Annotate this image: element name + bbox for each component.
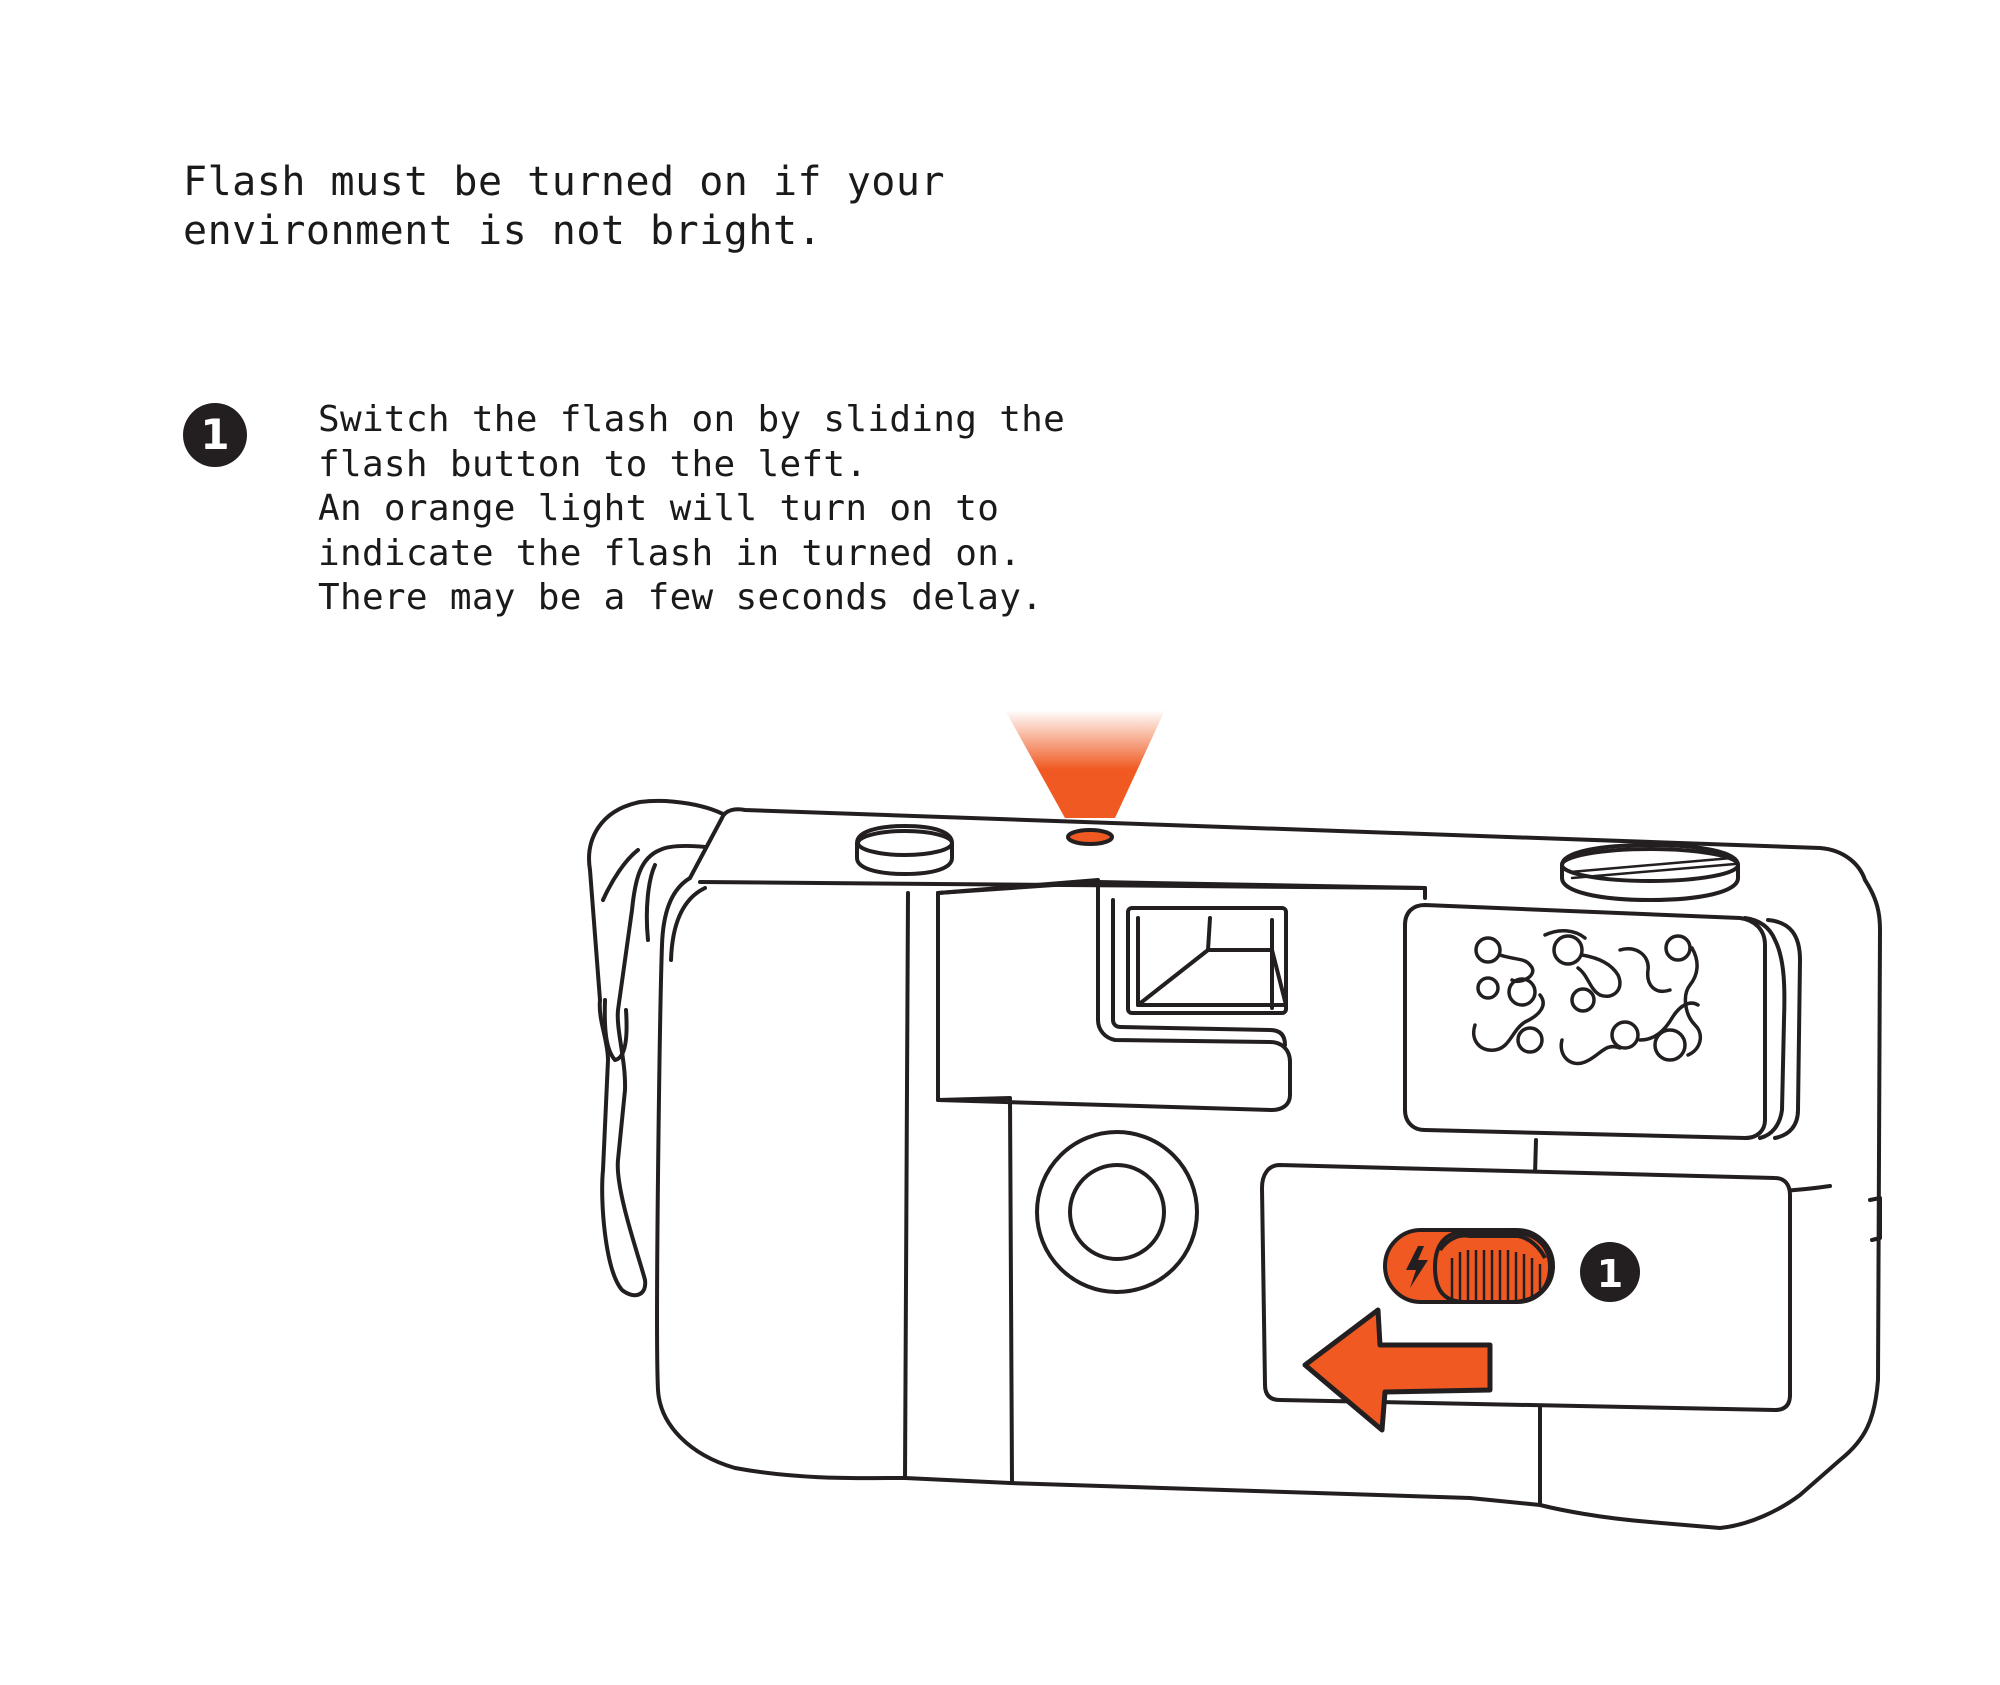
flash-window — [1403, 903, 1802, 1140]
callout-number: 1 — [1597, 1252, 1623, 1296]
shutter-button — [855, 824, 954, 876]
viewfinder — [936, 880, 1427, 1112]
camera-lens — [1035, 1130, 1199, 1294]
step-instruction-text: Switch the flash on by sliding the flash… — [318, 399, 1066, 618]
strap-loop — [587, 798, 737, 1298]
flash-emitter — [1066, 828, 1114, 846]
film-advance-wheel — [1560, 843, 1740, 902]
flash-light-beam — [1005, 710, 1165, 818]
intro-text: Flash must be turned on if your environm… — [183, 159, 946, 254]
flash-diffuser-pattern — [1472, 929, 1703, 1066]
flash-slider-switch — [1383, 1228, 1555, 1304]
lightning-bolt-icon — [1406, 1246, 1428, 1288]
step-number-badge: 1 — [183, 403, 247, 467]
callout-badge: 1 — [1580, 1242, 1640, 1302]
left-arrow-icon — [1302, 1307, 1493, 1433]
